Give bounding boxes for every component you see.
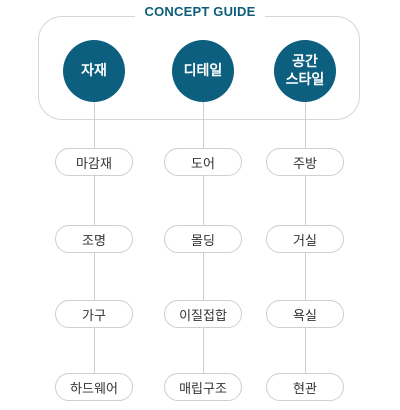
concept-guide-title: CONCEPT GUIDE bbox=[0, 4, 400, 19]
item-pill-living-room[interactable]: 거실 bbox=[266, 225, 344, 253]
item-pill-finishing-materials[interactable]: 마감재 bbox=[55, 148, 133, 176]
item-pill-hardware[interactable]: 하드웨어 bbox=[55, 373, 133, 401]
item-pill-kitchen[interactable]: 주방 bbox=[266, 148, 344, 176]
item-pill-molding[interactable]: 몰딩 bbox=[164, 225, 242, 253]
item-pill-entrance[interactable]: 현관 bbox=[266, 373, 344, 401]
item-pill-lighting[interactable]: 조명 bbox=[55, 225, 133, 253]
category-circle-details: 디테일 bbox=[172, 40, 234, 102]
item-pill-door[interactable]: 도어 bbox=[164, 148, 242, 176]
category-circle-materials: 자재 bbox=[63, 40, 125, 102]
item-pill-dissimilar-joint[interactable]: 이질접합 bbox=[164, 300, 242, 328]
category-circle-space-style: 공간 스타일 bbox=[274, 40, 336, 102]
item-pill-embedded-structure[interactable]: 매립구조 bbox=[164, 373, 242, 401]
item-pill-bathroom[interactable]: 욕실 bbox=[266, 300, 344, 328]
item-pill-furniture[interactable]: 가구 bbox=[55, 300, 133, 328]
